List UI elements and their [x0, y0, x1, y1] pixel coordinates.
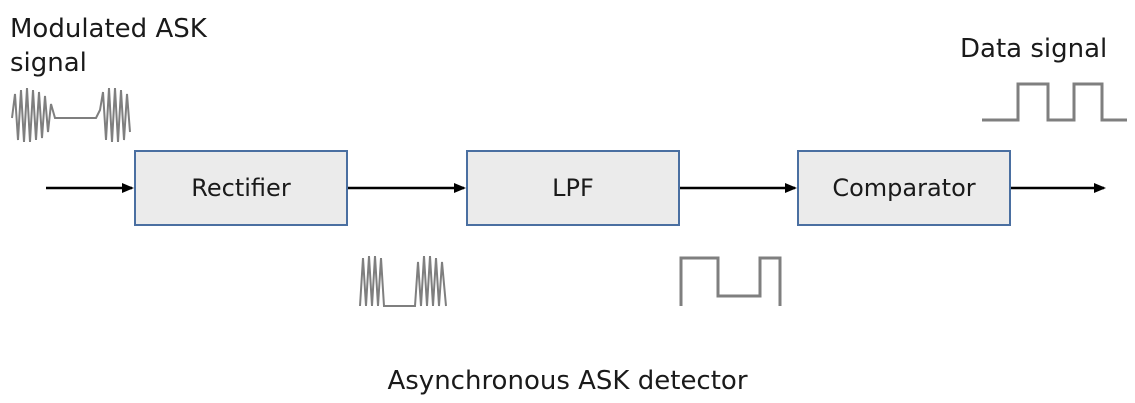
rectifier-block: Rectifier: [134, 150, 348, 226]
data-signal-waveform: [982, 82, 1127, 122]
rectified-waveform: [359, 255, 447, 307]
input-signal-label: Modulated ASK signal: [10, 14, 207, 78]
rectifier-block-label: Rectifier: [191, 174, 291, 202]
diagram-caption: Asynchronous ASK detector: [387, 366, 748, 396]
ask-modulated-waveform: [11, 87, 131, 143]
comparator-block-label: Comparator: [832, 174, 976, 202]
filtered-waveform: [679, 256, 782, 306]
lpf-block-label: LPF: [552, 174, 594, 202]
lpf-block: LPF: [466, 150, 680, 226]
output-signal-label: Data signal: [960, 34, 1108, 64]
comparator-block: Comparator: [797, 150, 1011, 226]
